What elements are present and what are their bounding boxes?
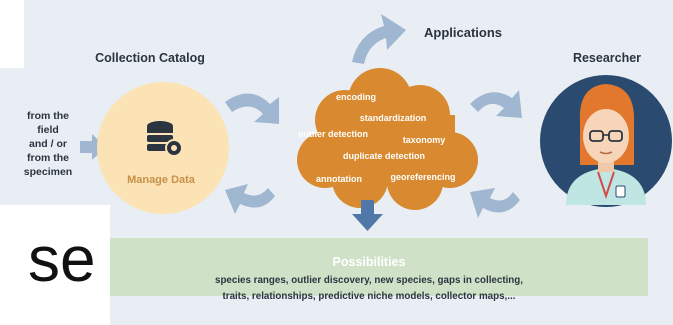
source-line: and / or (29, 138, 67, 150)
manage-data-label: Manage Data (127, 174, 196, 186)
catalog-title: Collection Catalog (95, 51, 205, 65)
input-arrow-icon (80, 134, 106, 160)
application-item: annotation (316, 174, 362, 184)
application-item: georeferencing (390, 172, 455, 182)
application-item: taxonomy (403, 135, 446, 145)
source-line: field (37, 124, 59, 136)
researcher-title: Researcher (573, 51, 641, 65)
possibilities-line: species ranges, outlier discovery, new s… (215, 275, 523, 286)
applications-list: encoding standardization outlier detecti… (298, 92, 456, 184)
catalog-to-cloud-arrow-icon (225, 93, 279, 124)
application-item: encoding (336, 92, 376, 102)
source-line: from the (27, 152, 69, 164)
database-gear-icon (147, 121, 183, 157)
researcher-avatar-icon (566, 84, 646, 205)
application-item: standardization (360, 113, 427, 123)
possibilities-title: Possibilities (333, 255, 406, 269)
cloud-to-researcher-arrow-icon (470, 90, 522, 118)
applications-title: Applications (424, 25, 502, 40)
source-line: specimen (24, 166, 72, 178)
researcher-to-cloud-arrow-icon (470, 188, 520, 218)
source-line: from the (27, 110, 69, 122)
possibilities-box (110, 238, 648, 296)
page-cutout (0, 0, 24, 68)
cloud-to-applications-arrow-icon (352, 14, 406, 64)
source-text: from the field and / or from the specime… (24, 110, 72, 178)
possibilities-line: traits, relationships, predictive niche … (223, 291, 516, 302)
application-item: outlier detection (298, 129, 368, 139)
application-item: duplicate detection (343, 151, 425, 161)
page-cutout-bottom (0, 205, 110, 325)
down-arrow-icon (352, 200, 383, 231)
overlay-text: se (28, 223, 96, 295)
applications-cloud (297, 68, 478, 210)
cloud-to-catalog-arrow-icon (225, 184, 275, 214)
